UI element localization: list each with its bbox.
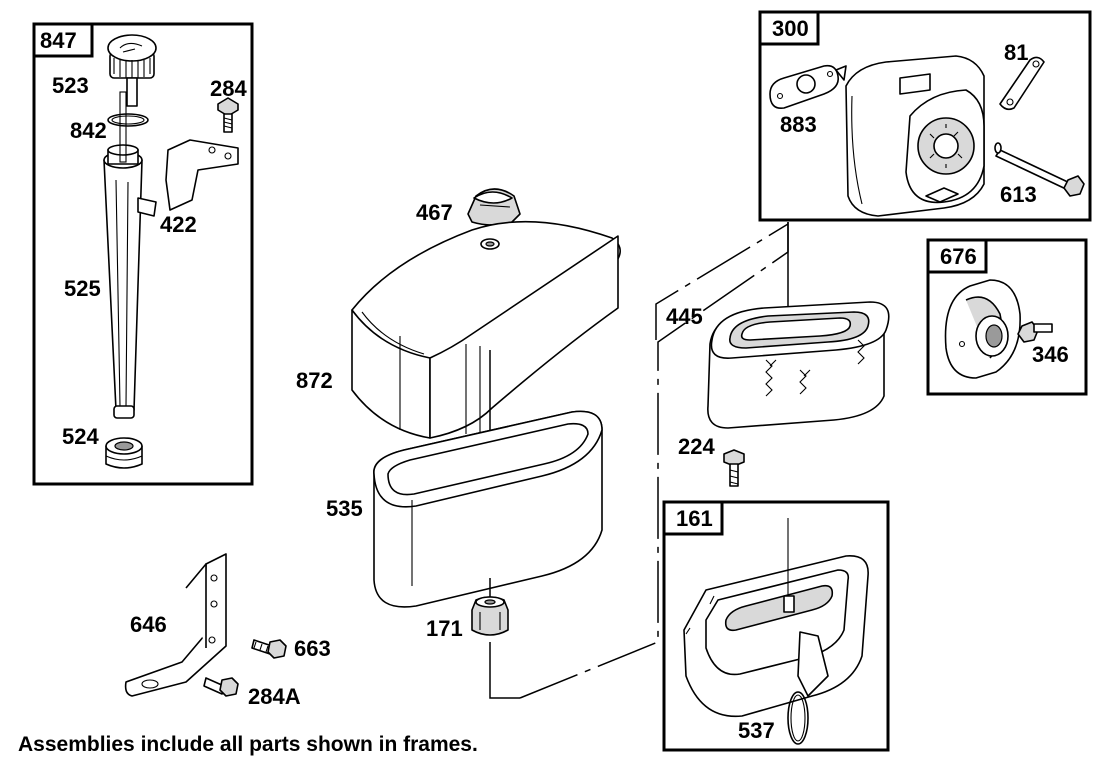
label-535: 535 [326,496,363,521]
gasket-883-part [769,64,840,110]
label-872: 872 [296,368,333,393]
label-467: 467 [416,200,453,225]
screw-346-part [1017,321,1053,343]
air-cleaner-cover-872-part [351,220,621,439]
dipstick-cap-part [107,34,157,107]
screw-663-part [251,639,287,659]
frame-161: 161 [662,500,890,752]
label-422: 422 [160,212,197,237]
grommet-524-part [105,437,143,469]
frame-676: 676 [926,238,1088,396]
lock-81-part [999,56,1045,111]
o-ring-part [107,113,149,127]
frame-300: 300 [758,10,1092,222]
frame-847-tag: 847 [40,28,77,53]
frame-300-tag: 300 [772,16,809,41]
screw-284A-part [203,677,239,697]
grommet-171-part [471,596,509,636]
label-523: 523 [52,73,89,98]
label-284A: 284A [248,684,301,709]
dipstick-tube-part [103,91,157,419]
screw-224-part [723,449,745,487]
label-81: 81 [1004,40,1028,65]
screw-613-part [994,142,1085,197]
footer-note: Assemblies include all parts shown in fr… [18,733,478,756]
frame-161-tag: 161 [676,506,713,531]
air-cleaner-base-161-part [683,518,869,718]
cover-knob-467-part [467,188,521,236]
o-ring-537-part [787,691,809,745]
label-537: 537 [738,718,775,743]
label-171: 171 [426,616,463,641]
frame-676-tag: 676 [940,244,977,269]
leader-bottom [489,642,520,699]
muffler-part [835,55,985,217]
label-883: 883 [780,112,817,137]
label-613: 613 [1000,182,1037,207]
label-842: 842 [70,118,107,143]
frame-847: 847 [32,22,254,486]
bracket-422-part [165,139,239,211]
label-346: 346 [1032,342,1069,367]
bracket-646-part [124,553,227,697]
label-284: 284 [210,76,247,101]
air-filter-445-part [707,301,890,429]
label-524: 524 [62,424,99,449]
label-663: 663 [294,636,331,661]
screw-284-part [217,97,239,133]
plate-676-part [944,279,1021,379]
label-224: 224 [678,434,715,459]
label-525: 525 [64,276,101,301]
pre-cleaner-535-part [373,410,603,608]
label-445: 445 [666,304,703,329]
label-646: 646 [130,612,167,637]
